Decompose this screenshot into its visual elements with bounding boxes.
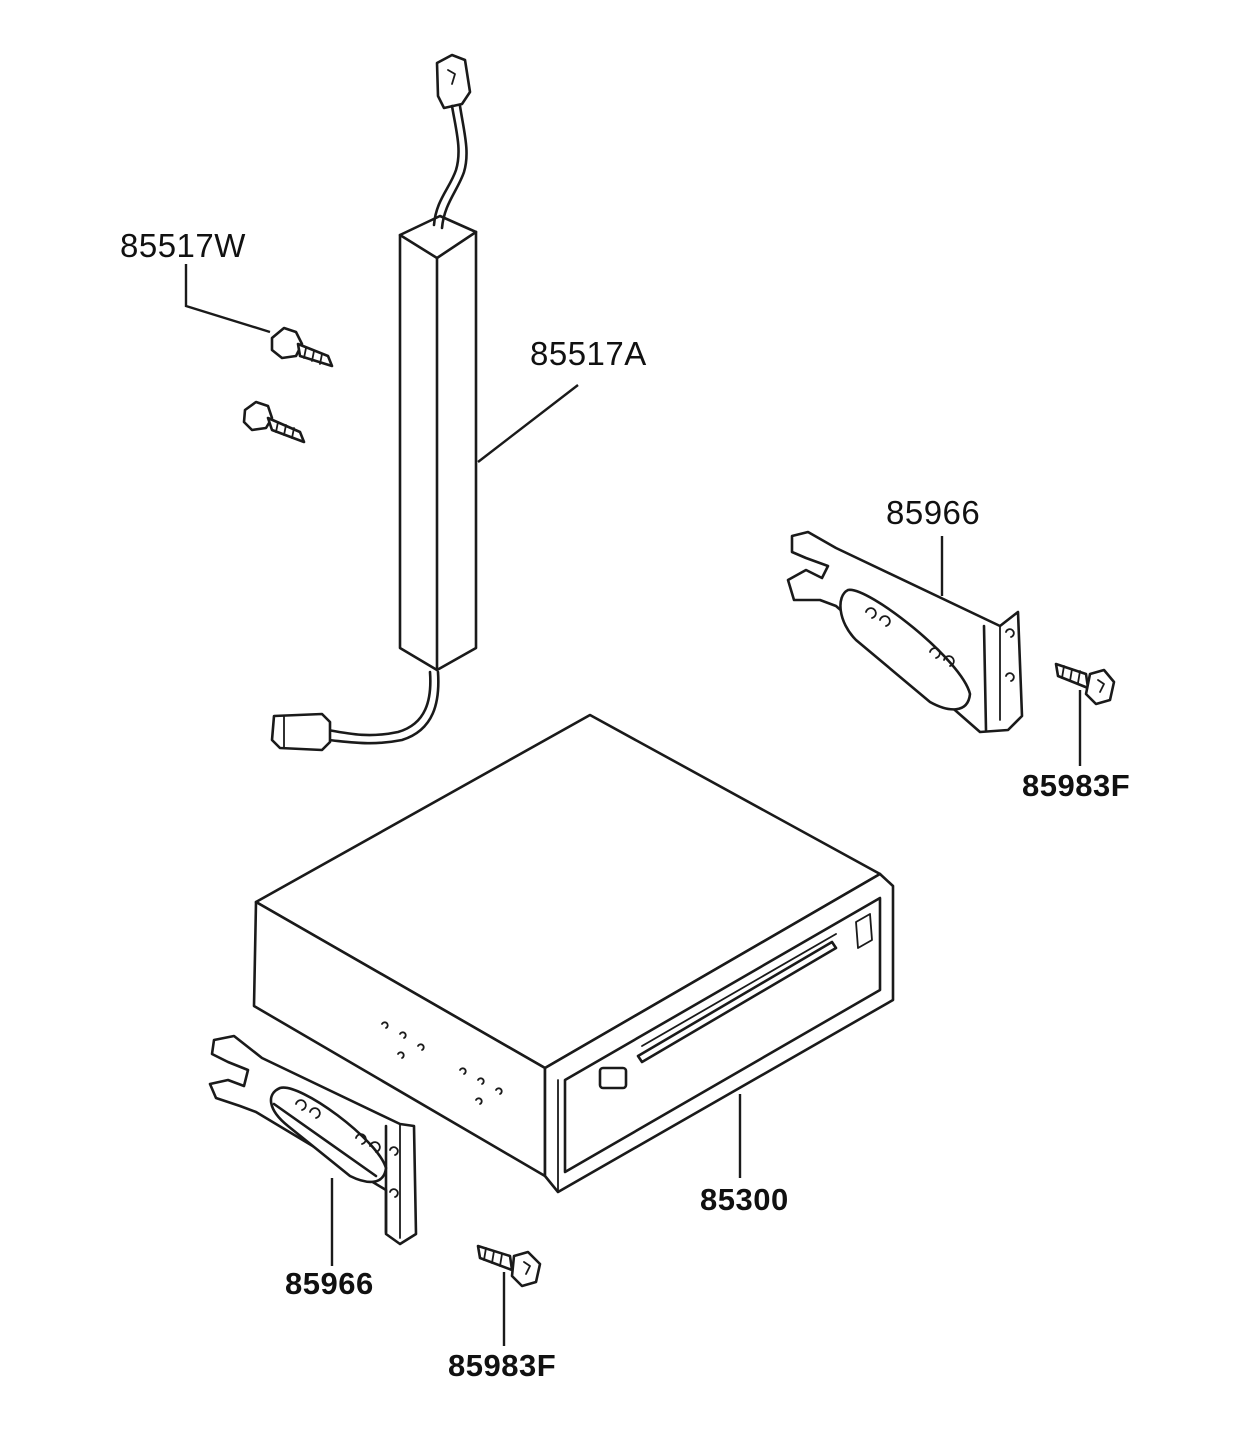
antenna-unit-drawing [270,53,478,752]
label-85966-right: 85966 [886,494,981,531]
screw-85517w-lower [242,400,306,444]
main-unit-drawing [252,713,895,1194]
screw-85983f-right [1054,662,1116,706]
label-85300: 85300 [700,1182,789,1217]
label-85983f-right: 85983F [1022,768,1131,803]
main-unit-front [543,872,895,1194]
label-85517w: 85517W [120,227,246,264]
screw-85983f-bottom [476,1244,542,1288]
label-85517a: 85517A [530,335,647,372]
label-85983f-bottom: 85983F [448,1348,557,1383]
bracket-left-drawing [208,1034,418,1246]
bracket-right-drawing [786,530,1024,734]
screw-85517w-upper [270,326,334,368]
label-85966-left: 85966 [285,1266,374,1301]
antenna-bottom-connector [270,712,332,752]
